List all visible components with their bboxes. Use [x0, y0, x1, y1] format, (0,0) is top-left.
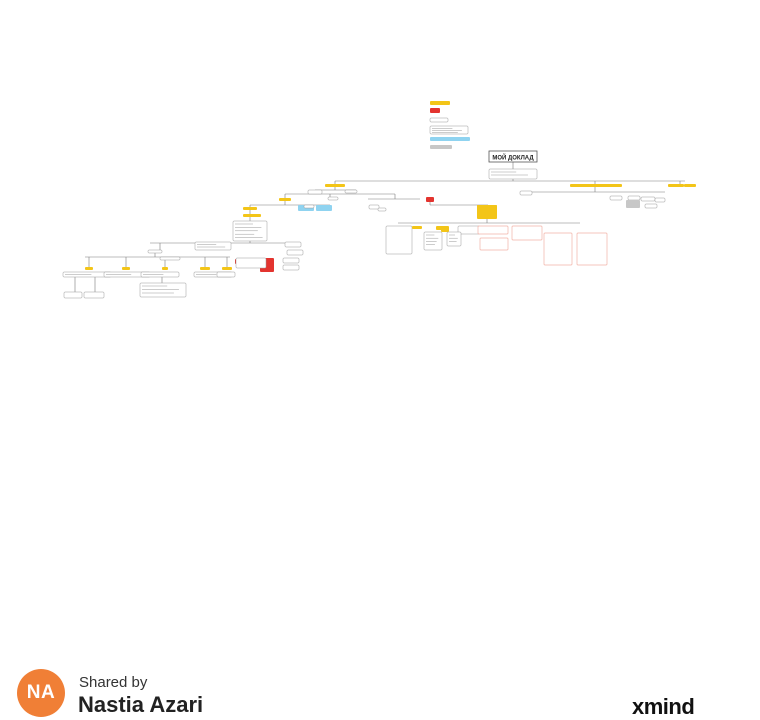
topic-node [446, 231, 462, 247]
topic-node [479, 237, 509, 251]
topic-node [222, 267, 232, 270]
shared-by-label: Shared by [79, 674, 148, 691]
topic-node [307, 189, 323, 195]
topic-node [194, 241, 232, 251]
topic-node [159, 256, 181, 261]
topic-node [139, 282, 187, 298]
author-avatar: NA [17, 669, 65, 717]
topic-node [286, 249, 304, 256]
topic-node [640, 196, 656, 202]
topic-node [316, 205, 332, 211]
share-footer: NA Shared by Nastia Azari xmind [0, 330, 760, 719]
topic-node [511, 225, 543, 241]
topic-node [441, 226, 449, 232]
topic-node [519, 190, 533, 196]
topic-node [83, 291, 105, 299]
xmind-logo[interactable]: xmind [632, 694, 695, 719]
topic-node [235, 257, 267, 269]
topic-node [430, 145, 452, 149]
topic-node [457, 225, 481, 235]
topic-node [243, 207, 257, 210]
central-topic-box [488, 150, 538, 163]
topic-node [477, 205, 497, 209]
topic-node [429, 125, 469, 135]
topic-node [430, 108, 440, 113]
topic-node [284, 241, 302, 248]
topic-node [609, 195, 623, 201]
topic-node [344, 189, 358, 194]
topic-node [477, 225, 509, 235]
topic-node [216, 271, 236, 278]
topic-node [430, 101, 450, 105]
topic-node [429, 117, 449, 123]
topic-node [63, 291, 83, 299]
topic-node [543, 232, 573, 266]
topic-node [282, 257, 300, 264]
topic-node [325, 184, 345, 187]
topic-node [243, 214, 261, 217]
mind-map-canvas: МОЙ ДОКЛАД [62, 101, 696, 299]
topic-node [385, 225, 413, 255]
topic-node [654, 197, 666, 203]
author-name: Nastia Azari [78, 692, 204, 717]
topic-node [327, 196, 339, 201]
topic-node [368, 204, 380, 210]
topic-node [644, 203, 658, 209]
topic-node [576, 232, 608, 266]
topic-node [162, 267, 168, 270]
topic-node [279, 198, 291, 201]
topic-node [488, 168, 538, 180]
topic-node [626, 200, 640, 208]
topic-node [570, 184, 622, 187]
topic-node [282, 264, 300, 271]
topic-node [85, 267, 93, 270]
topic-node [377, 207, 387, 212]
topic-node [684, 184, 696, 187]
topic-node [426, 197, 434, 202]
topic-node [412, 226, 422, 229]
topic-node [122, 267, 130, 270]
topic-node [430, 137, 470, 141]
central-topic-title: МОЙ ДОКЛАД [492, 154, 534, 162]
topic-node [303, 204, 315, 209]
topic-node [668, 184, 684, 187]
topic-node [147, 249, 163, 254]
topic-node [200, 267, 210, 270]
topic-node [627, 195, 641, 201]
topic-node [423, 231, 443, 251]
